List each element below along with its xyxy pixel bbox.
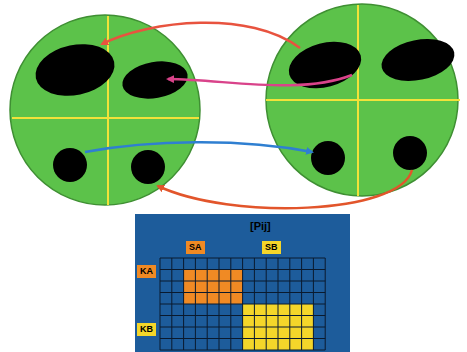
axis-label: SB — [265, 242, 278, 253]
matrix-panel — [135, 214, 350, 352]
grid-line — [160, 258, 325, 259]
grid-line — [160, 292, 325, 293]
mapping-arrow — [168, 75, 352, 85]
row-label: KB — [137, 323, 156, 336]
grid-line — [160, 269, 325, 270]
mapping-arrow — [85, 142, 312, 152]
axis-label: SA — [189, 242, 202, 253]
mapping-arrow — [158, 170, 412, 208]
axis-label: KB — [140, 324, 153, 335]
axis-label: KA — [140, 266, 153, 277]
grid-line — [160, 281, 325, 282]
grid-line — [160, 315, 325, 316]
matrix-title: [Pij] — [250, 220, 271, 232]
grid-line — [160, 327, 325, 328]
grid-line — [160, 350, 325, 351]
column-label: SA — [186, 241, 205, 254]
right-circle — [266, 4, 460, 196]
mapping-arrow — [102, 23, 300, 48]
grid-line — [160, 338, 325, 339]
grid-line — [160, 304, 325, 305]
matrix-node: [Pij] SA SB KA KB — [135, 214, 350, 352]
column-label: SB — [262, 241, 281, 254]
row-label: KA — [137, 265, 156, 278]
